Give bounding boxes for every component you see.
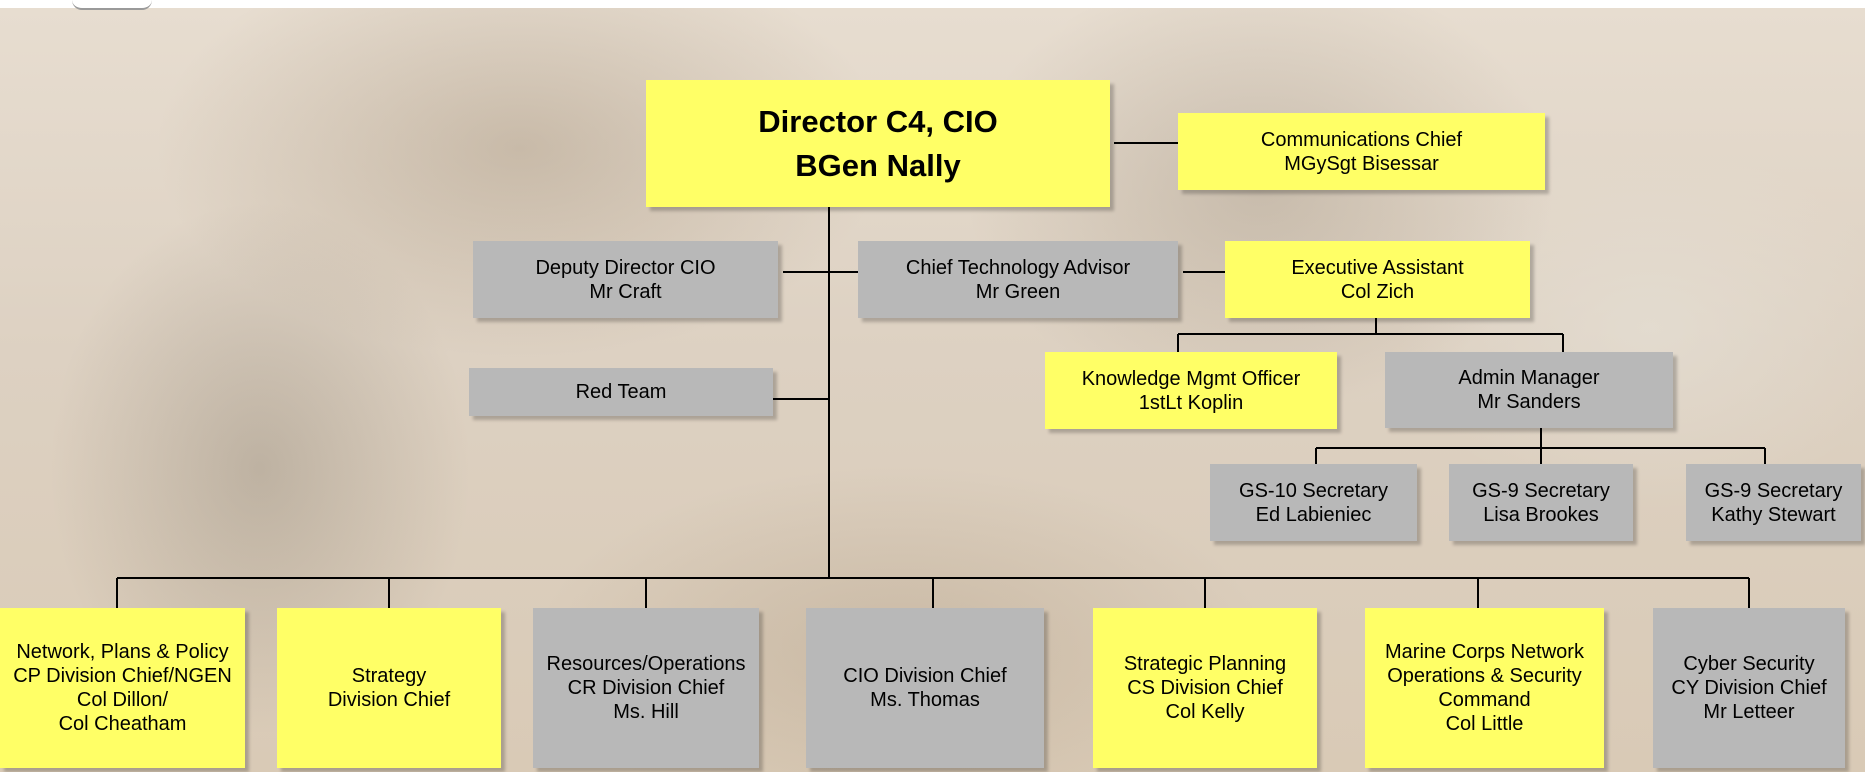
deputy-name: Mr Craft (589, 280, 662, 303)
box-division: Strategy Division Chief (277, 608, 501, 768)
secretary-title: GS-9 Secretary (1472, 479, 1610, 502)
km-officer-name: 1stLt Koplin (1138, 391, 1244, 414)
box-secretary: GS-9 Secretary Lisa Brookes (1449, 464, 1633, 541)
deputy-title: Deputy Director CIO (535, 256, 716, 279)
km-officer-title: Knowledge Mgmt Officer (1081, 367, 1301, 390)
division-label: Strategy Division Chief (327, 665, 451, 711)
box-division: Network, Plans & Policy CP Division Chie… (0, 608, 245, 768)
division-label: Resources/Operations CR Division Chief M… (546, 653, 746, 723)
secretary-title: GS-10 Secretary (1239, 479, 1388, 502)
division-label: Cyber Security CY Division Chief Mr Lett… (1671, 653, 1827, 723)
division-label: Strategic Planning CS Division Chief Col… (1123, 653, 1287, 723)
box-division: Cyber Security CY Division Chief Mr Lett… (1653, 608, 1845, 768)
box-chief-technology-advisor: Chief Technology Advisor Mr Green (858, 241, 1178, 318)
box-division: Resources/Operations CR Division Chief M… (533, 608, 759, 768)
box-division: Marine Corps Network Operations & Securi… (1365, 608, 1604, 768)
secretary-name: Lisa Brookes (1483, 503, 1599, 526)
box-knowledge-mgmt-officer: Knowledge Mgmt Officer 1stLt Koplin (1045, 352, 1337, 429)
comms-chief-name: MGySgt Bisessar (1284, 152, 1439, 175)
division-label: CIO Division Chief Ms. Thomas (843, 665, 1007, 711)
director-name: BGen Nally (795, 147, 961, 183)
secretary-name: Kathy Stewart (1711, 503, 1836, 526)
cta-title: Chief Technology Advisor (905, 256, 1131, 279)
exec-asst-name: Col Zich (1340, 280, 1415, 303)
division-label: Marine Corps Network Operations & Securi… (1385, 641, 1584, 735)
box-communications-chief: Communications Chief MGySgt Bisessar (1178, 113, 1545, 190)
admin-mgr-name: Mr Sanders (1477, 391, 1581, 413)
admin-mgr-title: Admin Manager (1458, 367, 1600, 389)
box-admin-manager: Admin Manager Mr Sanders (1385, 352, 1673, 428)
cta-name: Mr Green (975, 280, 1061, 303)
box-director: Director C4, CIO BGen Nally (646, 80, 1110, 207)
box-division: Strategic Planning CS Division Chief Col… (1093, 608, 1317, 768)
box-red-team: Red Team (469, 368, 773, 416)
red-team-title: Red Team (575, 381, 667, 403)
logo-icon (72, 0, 152, 10)
box-secretary: GS-10 Secretary Ed Labieniec (1210, 464, 1417, 541)
comms-chief-title: Communications Chief (1260, 128, 1463, 151)
box-secretary: GS-9 Secretary Kathy Stewart (1686, 464, 1861, 541)
secretary-title: GS-9 Secretary (1704, 479, 1843, 502)
box-division: CIO Division Chief Ms. Thomas (806, 608, 1044, 768)
box-executive-assistant: Executive Assistant Col Zich (1225, 241, 1530, 318)
box-deputy-director: Deputy Director CIO Mr Craft (473, 241, 778, 318)
exec-asst-title: Executive Assistant (1291, 256, 1464, 279)
division-label: Network, Plans & Policy CP Division Chie… (13, 641, 232, 735)
secretary-name: Ed Labieniec (1255, 503, 1372, 526)
director-title: Director C4, CIO (758, 103, 998, 139)
